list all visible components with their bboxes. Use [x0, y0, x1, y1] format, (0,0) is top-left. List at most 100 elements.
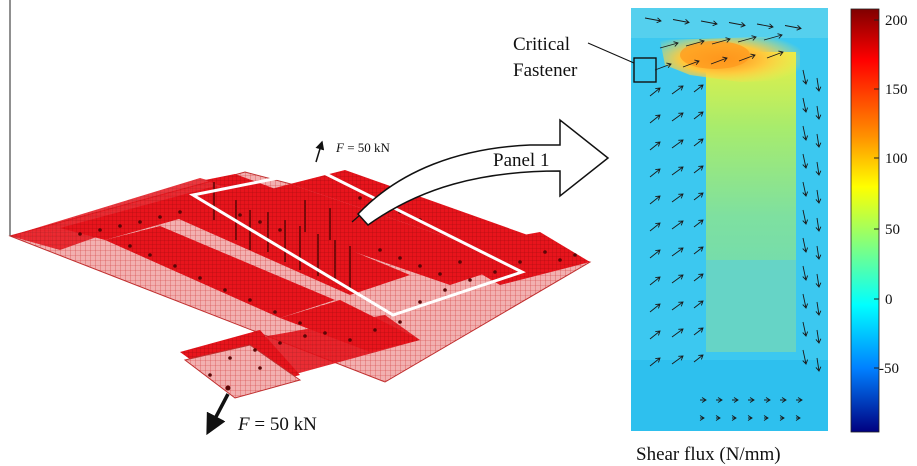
flux-vector	[802, 69, 809, 85]
force-top-arrow	[315, 140, 325, 163]
flux-vector	[649, 168, 661, 178]
callout-arrow	[356, 118, 610, 226]
flux-vector	[693, 300, 704, 309]
frame-9	[440, 232, 590, 285]
colorbar	[850, 8, 880, 433]
flux-vector	[763, 33, 783, 41]
flux-vector	[738, 53, 756, 62]
flux-vector	[671, 328, 684, 338]
flux-vector	[802, 125, 809, 141]
colorbar-tick: 200	[885, 13, 908, 29]
flux-vector	[784, 24, 802, 31]
flux-vector	[693, 273, 704, 282]
force-top-label: F = 50 kN	[335, 140, 391, 155]
critical-label-line1: Critical	[513, 34, 570, 55]
fasteners	[78, 196, 577, 391]
flux-vector	[802, 153, 809, 169]
frame-2	[105, 226, 335, 318]
flux-vector	[649, 303, 661, 313]
flux-vector	[815, 161, 822, 176]
mesh-view: F = 50 kN F = 50 kN	[8, 140, 592, 436]
critical-label-line2: Fastener	[513, 60, 578, 81]
flux-vector	[802, 209, 809, 225]
flux-vector	[766, 50, 784, 59]
flux-vector	[685, 39, 705, 47]
flux-vector	[700, 397, 707, 403]
flux-vector	[815, 105, 822, 120]
flux-vector	[699, 415, 705, 421]
flux-vector	[815, 245, 822, 260]
colorbar-tick-marks	[874, 19, 879, 369]
flux-vector	[649, 276, 661, 286]
callout-label: Panel 1	[493, 150, 549, 171]
flux-vector	[815, 133, 822, 148]
flux-vector	[815, 301, 822, 316]
contour-plot: Critical Fastener 200 150 100 50 0 -50 S…	[513, 8, 908, 465]
flux-vector	[815, 329, 822, 344]
panel-1-outline	[188, 168, 526, 317]
ribs	[213, 182, 351, 290]
flux-vector	[654, 62, 672, 71]
flux-vector	[671, 220, 684, 230]
flux-vector	[649, 249, 661, 259]
flux-vector	[671, 355, 684, 365]
flux-vector	[693, 354, 704, 363]
flux-vector	[671, 166, 684, 176]
flux-vector	[763, 415, 769, 421]
colorbar-tick: -50	[879, 361, 899, 377]
frame-6	[205, 174, 440, 258]
contour-caption: Shear flux (N/mm)	[636, 444, 781, 465]
contour-lower-band	[631, 360, 828, 431]
flux-vector	[693, 219, 704, 228]
force-bottom-arrow	[206, 393, 230, 436]
flux-vector	[693, 246, 704, 255]
flux-vector	[731, 415, 737, 421]
panel-lower-interior	[706, 260, 796, 352]
flux-vector	[671, 247, 684, 257]
colorbar-tick: 0	[885, 292, 893, 308]
flux-vector	[732, 397, 739, 403]
flux-vector	[779, 415, 785, 421]
flux-vector	[649, 222, 661, 232]
flux-vector	[815, 77, 822, 92]
flux-vector	[693, 84, 704, 93]
critical-leader	[587, 42, 635, 64]
flux-vector	[796, 397, 803, 403]
flux-vector	[682, 59, 700, 68]
flux-vector	[756, 23, 774, 30]
flux-vector	[649, 141, 661, 151]
flux-vector	[815, 357, 822, 372]
flux-vector	[737, 35, 757, 43]
flux-vector	[649, 87, 661, 97]
flux-vector	[748, 397, 755, 403]
flux-vector	[802, 237, 809, 253]
flux-vector	[815, 273, 822, 288]
flux-vector	[716, 397, 723, 403]
flux-vector	[802, 181, 809, 197]
flux-vector	[649, 330, 661, 340]
flux-vector	[802, 349, 809, 365]
flux-vector	[649, 195, 661, 205]
flux-vector	[671, 274, 684, 284]
flux-vector	[780, 397, 787, 403]
flux-vector	[764, 397, 771, 403]
shear-flux-vectors	[644, 17, 822, 421]
flux-vector	[693, 327, 704, 336]
flux-vector	[728, 21, 746, 28]
flux-vector	[671, 193, 684, 203]
flux-vector	[802, 321, 809, 337]
flux-vector	[815, 217, 822, 232]
flux-vector	[815, 189, 822, 204]
colorbar-tick: 150	[885, 82, 908, 98]
flux-vector	[649, 357, 661, 367]
flux-vector	[710, 56, 728, 65]
flux-vector	[644, 17, 662, 24]
flux-vector	[693, 111, 704, 120]
flux-vector	[693, 192, 704, 201]
colorbar-ticks: 200 150 100 50 0 -50	[879, 13, 908, 377]
frame-5	[290, 170, 570, 262]
flux-vector	[795, 415, 801, 421]
flux-vector	[672, 18, 690, 25]
flux-vector	[671, 301, 684, 311]
flux-vector	[693, 138, 704, 147]
